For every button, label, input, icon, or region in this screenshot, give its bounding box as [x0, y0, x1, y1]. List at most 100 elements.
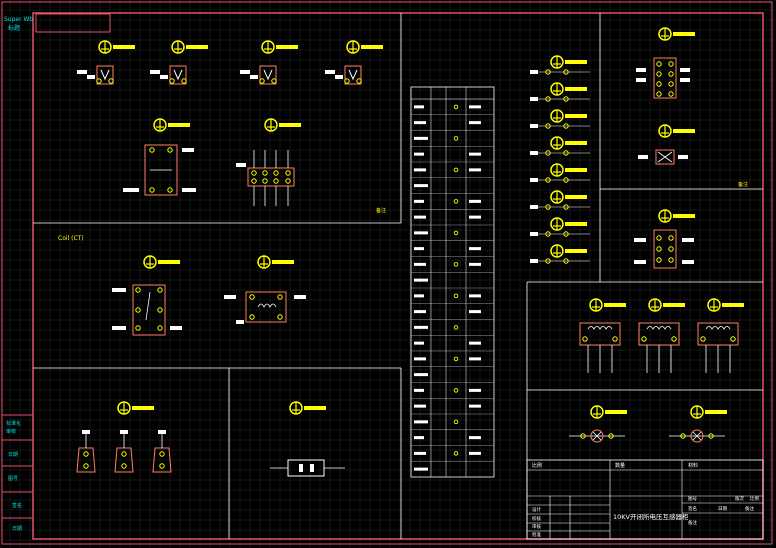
table-cell-mark — [469, 105, 481, 109]
title-block-right-label-3: 比例 — [750, 495, 759, 502]
ground-marker — [550, 190, 587, 204]
upper-right-panel-label: 备注 — [738, 181, 748, 188]
table-cell-mark — [469, 294, 481, 298]
table-cell-mark — [414, 451, 426, 455]
table-cell-mark — [414, 168, 426, 172]
table-cell-mark — [414, 310, 426, 314]
ground-marker — [143, 255, 180, 269]
lamp-symbol — [638, 149, 688, 165]
title-block: 比例 数量 材料 10KV开闭所电压互感器柜 设计 校核 审核 批准 图号 版次… — [526, 459, 764, 540]
indicator-contact — [530, 231, 590, 237]
ground-marker — [171, 40, 208, 54]
ground-marker — [264, 118, 301, 132]
ground-marker — [550, 109, 587, 123]
fuse-symbol — [114, 430, 134, 473]
indicator-contact — [530, 150, 590, 156]
ground-marker — [261, 40, 298, 54]
table-cell-mark — [414, 215, 426, 219]
table-cell-mark — [414, 278, 428, 282]
resistor-symbol — [270, 459, 345, 477]
title-block-rb-label-1: 签名 — [688, 505, 697, 512]
voltmeter-symbol — [240, 65, 277, 85]
table-cell-mark — [414, 231, 428, 235]
table-cell-mark — [469, 436, 481, 440]
left-strip-label-3: 日期 — [8, 452, 18, 458]
title-block-top-label-2: 数量 — [615, 462, 625, 469]
terminal-block-symbol — [236, 150, 295, 206]
title-block-main-title: 10KV开闭所电压互感器柜 — [613, 512, 689, 521]
ground-marker — [257, 255, 294, 269]
inner-frame — [32, 12, 764, 540]
voltmeter-symbol — [77, 65, 114, 85]
ground-marker — [550, 217, 587, 231]
ground-marker — [658, 124, 695, 138]
top-left-name-box — [35, 13, 111, 33]
table-cell-mark — [414, 262, 426, 266]
table-cell-mark — [414, 467, 428, 471]
voltmeter-symbol — [325, 65, 362, 85]
ground-marker — [550, 55, 587, 69]
table-cell-mark — [469, 199, 481, 203]
table-cell-mark — [414, 373, 428, 377]
table-cell-mark — [469, 215, 481, 219]
ground-marker — [550, 136, 587, 150]
indicator-contact — [530, 177, 590, 183]
ground-marker — [589, 298, 626, 312]
left-strip-label-6: 日期 — [12, 526, 22, 532]
ground-marker — [658, 27, 695, 41]
table-cell-mark — [469, 357, 481, 361]
ground-marker — [590, 405, 627, 419]
top-left-title-2: 标题 — [8, 24, 20, 32]
indicator-contact — [530, 96, 590, 102]
title-block-row-1: 设计 — [532, 506, 541, 513]
table-cell-mark — [469, 168, 481, 172]
terminal-table — [410, 86, 495, 478]
fuse-symbol — [76, 430, 96, 473]
left-strip-label-4: 图号 — [8, 476, 18, 482]
middle-left-title: Coil (CT) — [58, 235, 84, 242]
table-cell-mark — [414, 247, 424, 251]
table-cell-mark — [414, 436, 424, 440]
current-transformer-symbol — [579, 322, 621, 373]
table-cell-mark — [414, 152, 424, 156]
table-cell-mark — [414, 388, 424, 392]
table-cell-mark — [469, 341, 481, 345]
title-block-row-4: 批准 — [532, 531, 541, 538]
ground-marker — [550, 244, 587, 258]
title-block-top-label-1: 比例 — [532, 462, 542, 469]
current-transformer-symbol — [697, 322, 739, 373]
symbol-layer — [76, 27, 744, 477]
table-cell-mark — [414, 136, 428, 140]
title-block-rb-label-3: 备注 — [745, 505, 754, 512]
title-block-footer-note: 备注 — [688, 519, 697, 526]
table-cell-mark — [469, 247, 481, 251]
table-cell-mark — [414, 404, 426, 408]
title-block-row-2: 校核 — [532, 515, 541, 522]
ground-marker — [550, 82, 587, 96]
table-cell-mark — [414, 105, 424, 109]
title-block-rb-label-2: 日期 — [718, 506, 727, 512]
table-cell-mark — [469, 310, 481, 314]
ground-marker — [117, 401, 154, 415]
table-cell-mark — [469, 404, 481, 408]
relay-symbol — [123, 144, 196, 196]
table-cell-mark — [414, 121, 426, 125]
panel-dividers — [33, 13, 763, 539]
main-panel-label: 备注 — [376, 207, 386, 214]
ground-marker — [690, 405, 727, 419]
indicator-contact — [530, 258, 590, 264]
table-cell-mark — [414, 325, 428, 329]
title-block-right-label-2: 版次 — [735, 495, 744, 502]
table-cell-mark — [469, 152, 481, 156]
ground-marker — [346, 40, 383, 54]
ground-marker — [658, 209, 695, 223]
signal-lamp-symbol — [669, 429, 725, 443]
left-strip-label-2: 审核 — [6, 428, 16, 435]
table-cell-mark — [469, 451, 481, 455]
table-cell-mark — [414, 341, 424, 345]
ct-coil-symbol — [112, 284, 182, 336]
switch-symbol — [634, 229, 694, 269]
